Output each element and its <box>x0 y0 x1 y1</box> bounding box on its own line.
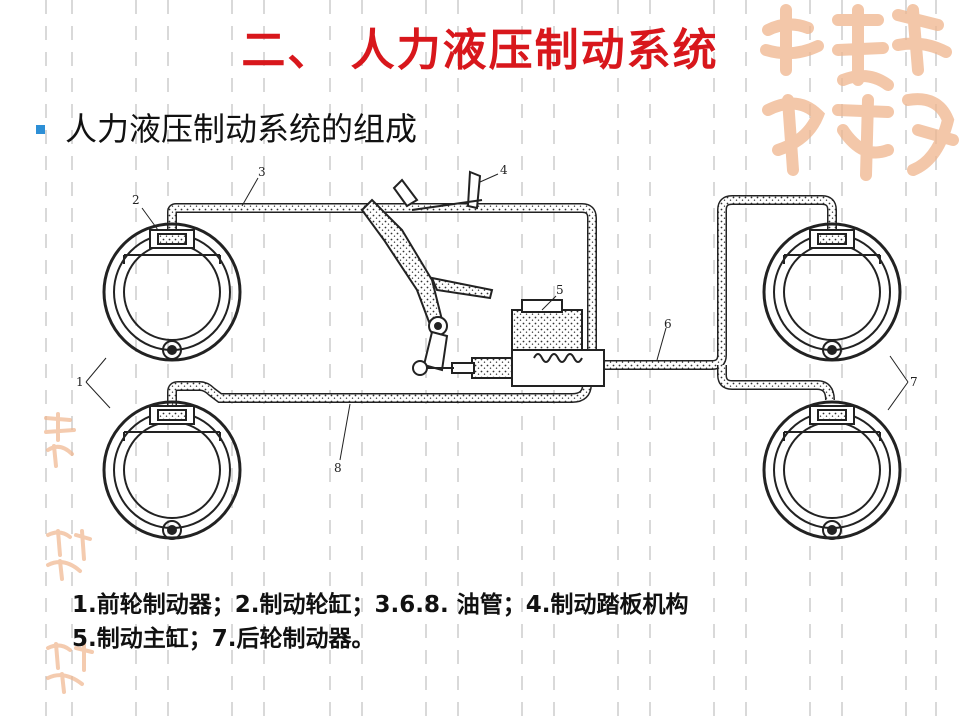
diagram-label-2: 2 <box>132 193 140 207</box>
diagram-label-6: 6 <box>664 317 672 331</box>
front-left-brake-lower <box>102 400 242 540</box>
brake-pedal-mechanism <box>360 170 494 376</box>
diagram-label-8: 8 <box>334 461 342 475</box>
seal-decoration-large <box>760 4 959 181</box>
caption-line-1: 1.前轮制动器；2.制动轮缸；3.6.8. 油管；4.制动踏板机构 <box>72 592 689 618</box>
diagram-label-5: 5 <box>556 283 564 297</box>
master-cylinder <box>451 299 605 387</box>
diagram-label-4: 4 <box>500 163 508 177</box>
oil-pipe-6 <box>602 195 837 401</box>
rear-right-brake-upper <box>762 222 902 362</box>
front-left-brake-upper <box>102 222 242 362</box>
diagram-label-1: 1 <box>76 375 84 389</box>
leader-lines <box>85 173 909 461</box>
diagram-caption: 1.前轮制动器；2.制动轮缸；3.6.8. 油管；4.制动踏板机构 5.制动主缸… <box>72 588 688 656</box>
seal-decoration-small-1 <box>44 412 76 468</box>
bullet-square-icon <box>36 124 45 134</box>
seal-decoration-small-3 <box>46 642 94 694</box>
diagram-label-7: 7 <box>910 375 918 389</box>
diagram-label-3: 3 <box>258 165 266 179</box>
seal-decoration-small-2 <box>46 529 92 581</box>
caption-line-2: 5.制动主缸；7.后轮制动器。 <box>72 626 375 652</box>
oil-pipe-8 <box>167 370 592 410</box>
rear-right-brake-lower <box>762 400 902 540</box>
brake-system-diagram: 1 2 3 4 5 6 7 8 <box>76 163 918 540</box>
slide-title: 二、 人力液压制动系统 <box>241 25 719 76</box>
bullet-text: 人力液压制动系统的组成 <box>65 110 418 148</box>
bullet-item: 人力液压制动系统的组成 <box>36 104 417 150</box>
